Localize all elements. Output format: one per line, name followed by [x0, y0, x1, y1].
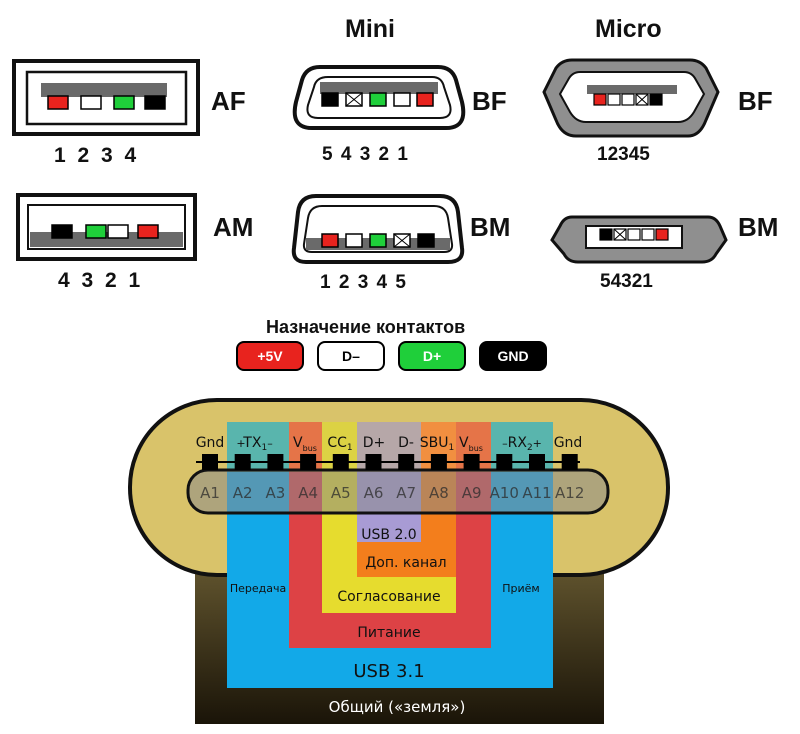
legend-item-d-plus: D+: [398, 341, 466, 371]
zone-label-usb20: USB 2.0: [361, 527, 416, 543]
contact-pad-a4: [300, 454, 317, 470]
pin-label-a11: A11: [522, 484, 551, 502]
connector-micro-bm: [550, 215, 728, 264]
pin-label-a7: A7: [396, 484, 416, 502]
pin-label-a5: A5: [331, 484, 351, 502]
pin-label-a12: A12: [555, 484, 584, 502]
micro-header: Micro: [595, 15, 662, 43]
signal-gnd-left: Gnd: [196, 435, 225, 451]
pin-numbers-micro-bf: 12345: [597, 144, 650, 165]
signal-tx-plus: +: [236, 437, 245, 450]
signal-cc: CC1: [327, 435, 352, 453]
contact-pad-a11: [529, 454, 545, 470]
connector-af: [12, 59, 200, 136]
signal-vbus-right: Vbus: [459, 435, 483, 453]
legend-item-gnd: GND: [479, 341, 547, 371]
pin-label-a6: A6: [364, 484, 384, 502]
pin-numbers-mini-bf: 5 4 3 2 1: [322, 144, 408, 165]
usb-type-c-diagram: Gnd + TX1– Vbus CC1 D+ D- SBU1 Vbus –RX2…: [128, 398, 670, 724]
usb-connectors-drawing: [12, 58, 728, 264]
signal-d-minus: D-: [398, 435, 414, 451]
legend-title: Назначение контактов: [266, 317, 466, 337]
mini-header: Mini: [345, 15, 395, 43]
signal-sbu: SBU1: [420, 435, 454, 453]
connector-mini-bm: [291, 194, 465, 264]
connector-label-micro-bm: BM: [738, 212, 779, 242]
connector-label-micro-bf: BF: [738, 86, 773, 116]
pin-label-a2: A2: [233, 484, 253, 502]
zone-label-transmit: Передача: [230, 582, 286, 595]
pin-numbers-am: 4 3 2 1: [58, 269, 141, 292]
contact-pad-a2: [234, 454, 251, 470]
pin-numbers-mini-bm: 1 2 3 4 5: [320, 272, 406, 293]
contact-pad-a7: [398, 454, 415, 470]
contact-pad-a9: [463, 454, 480, 470]
pin-label-a1: A1: [200, 484, 220, 502]
pin-label-a8: A8: [429, 484, 449, 502]
legend-item-d-minus: D–: [317, 341, 385, 371]
legend-item-5v: +5V: [236, 341, 304, 371]
contact-pad-a8: [430, 454, 447, 470]
connector-label-am: AM: [213, 212, 254, 242]
zone-label-usb31: USB 3.1: [353, 661, 424, 682]
signal-gnd-right: Gnd: [554, 435, 583, 451]
zone-label-cc: Согласование: [337, 589, 440, 605]
contact-pad-a6: [365, 454, 382, 470]
contact-pad-a12: [561, 454, 578, 470]
connector-tongue: [186, 468, 610, 515]
pin-label-a4: A4: [298, 484, 318, 502]
contact-pad-a1: [202, 454, 218, 470]
pin-label-a9: A9: [462, 484, 482, 502]
connector-label-mini-bf: BF: [472, 86, 507, 116]
contact-pad-a5: [332, 454, 349, 470]
zone-label-ground: Общий («земля»): [329, 698, 466, 716]
connector-am: [16, 193, 197, 261]
signal-d-plus: D+: [363, 435, 386, 451]
contact-pad-a10: [496, 454, 513, 470]
pin-label-a10: A10: [490, 484, 519, 502]
pin-label-a3: A3: [265, 484, 285, 502]
zone-label-receive: Приём: [502, 582, 539, 595]
connector-label-mini-bm: BM: [470, 212, 511, 242]
zone-label-power: Питание: [357, 625, 420, 641]
contact-pad-a3: [267, 454, 284, 470]
signal-tx: TX1–: [242, 435, 272, 453]
zone-label-aux: Доп. канал: [365, 555, 446, 571]
signal-vbus-left: Vbus: [293, 435, 317, 453]
connector-micro-bf: [542, 58, 720, 138]
connector-mini-bf: [292, 65, 466, 130]
pin-numbers-micro-bm: 54321: [600, 271, 653, 292]
connector-label-af: AF: [211, 86, 246, 116]
pin-numbers-af: 1 2 3 4: [54, 144, 137, 167]
signal-rx: –RX2+: [502, 435, 542, 453]
